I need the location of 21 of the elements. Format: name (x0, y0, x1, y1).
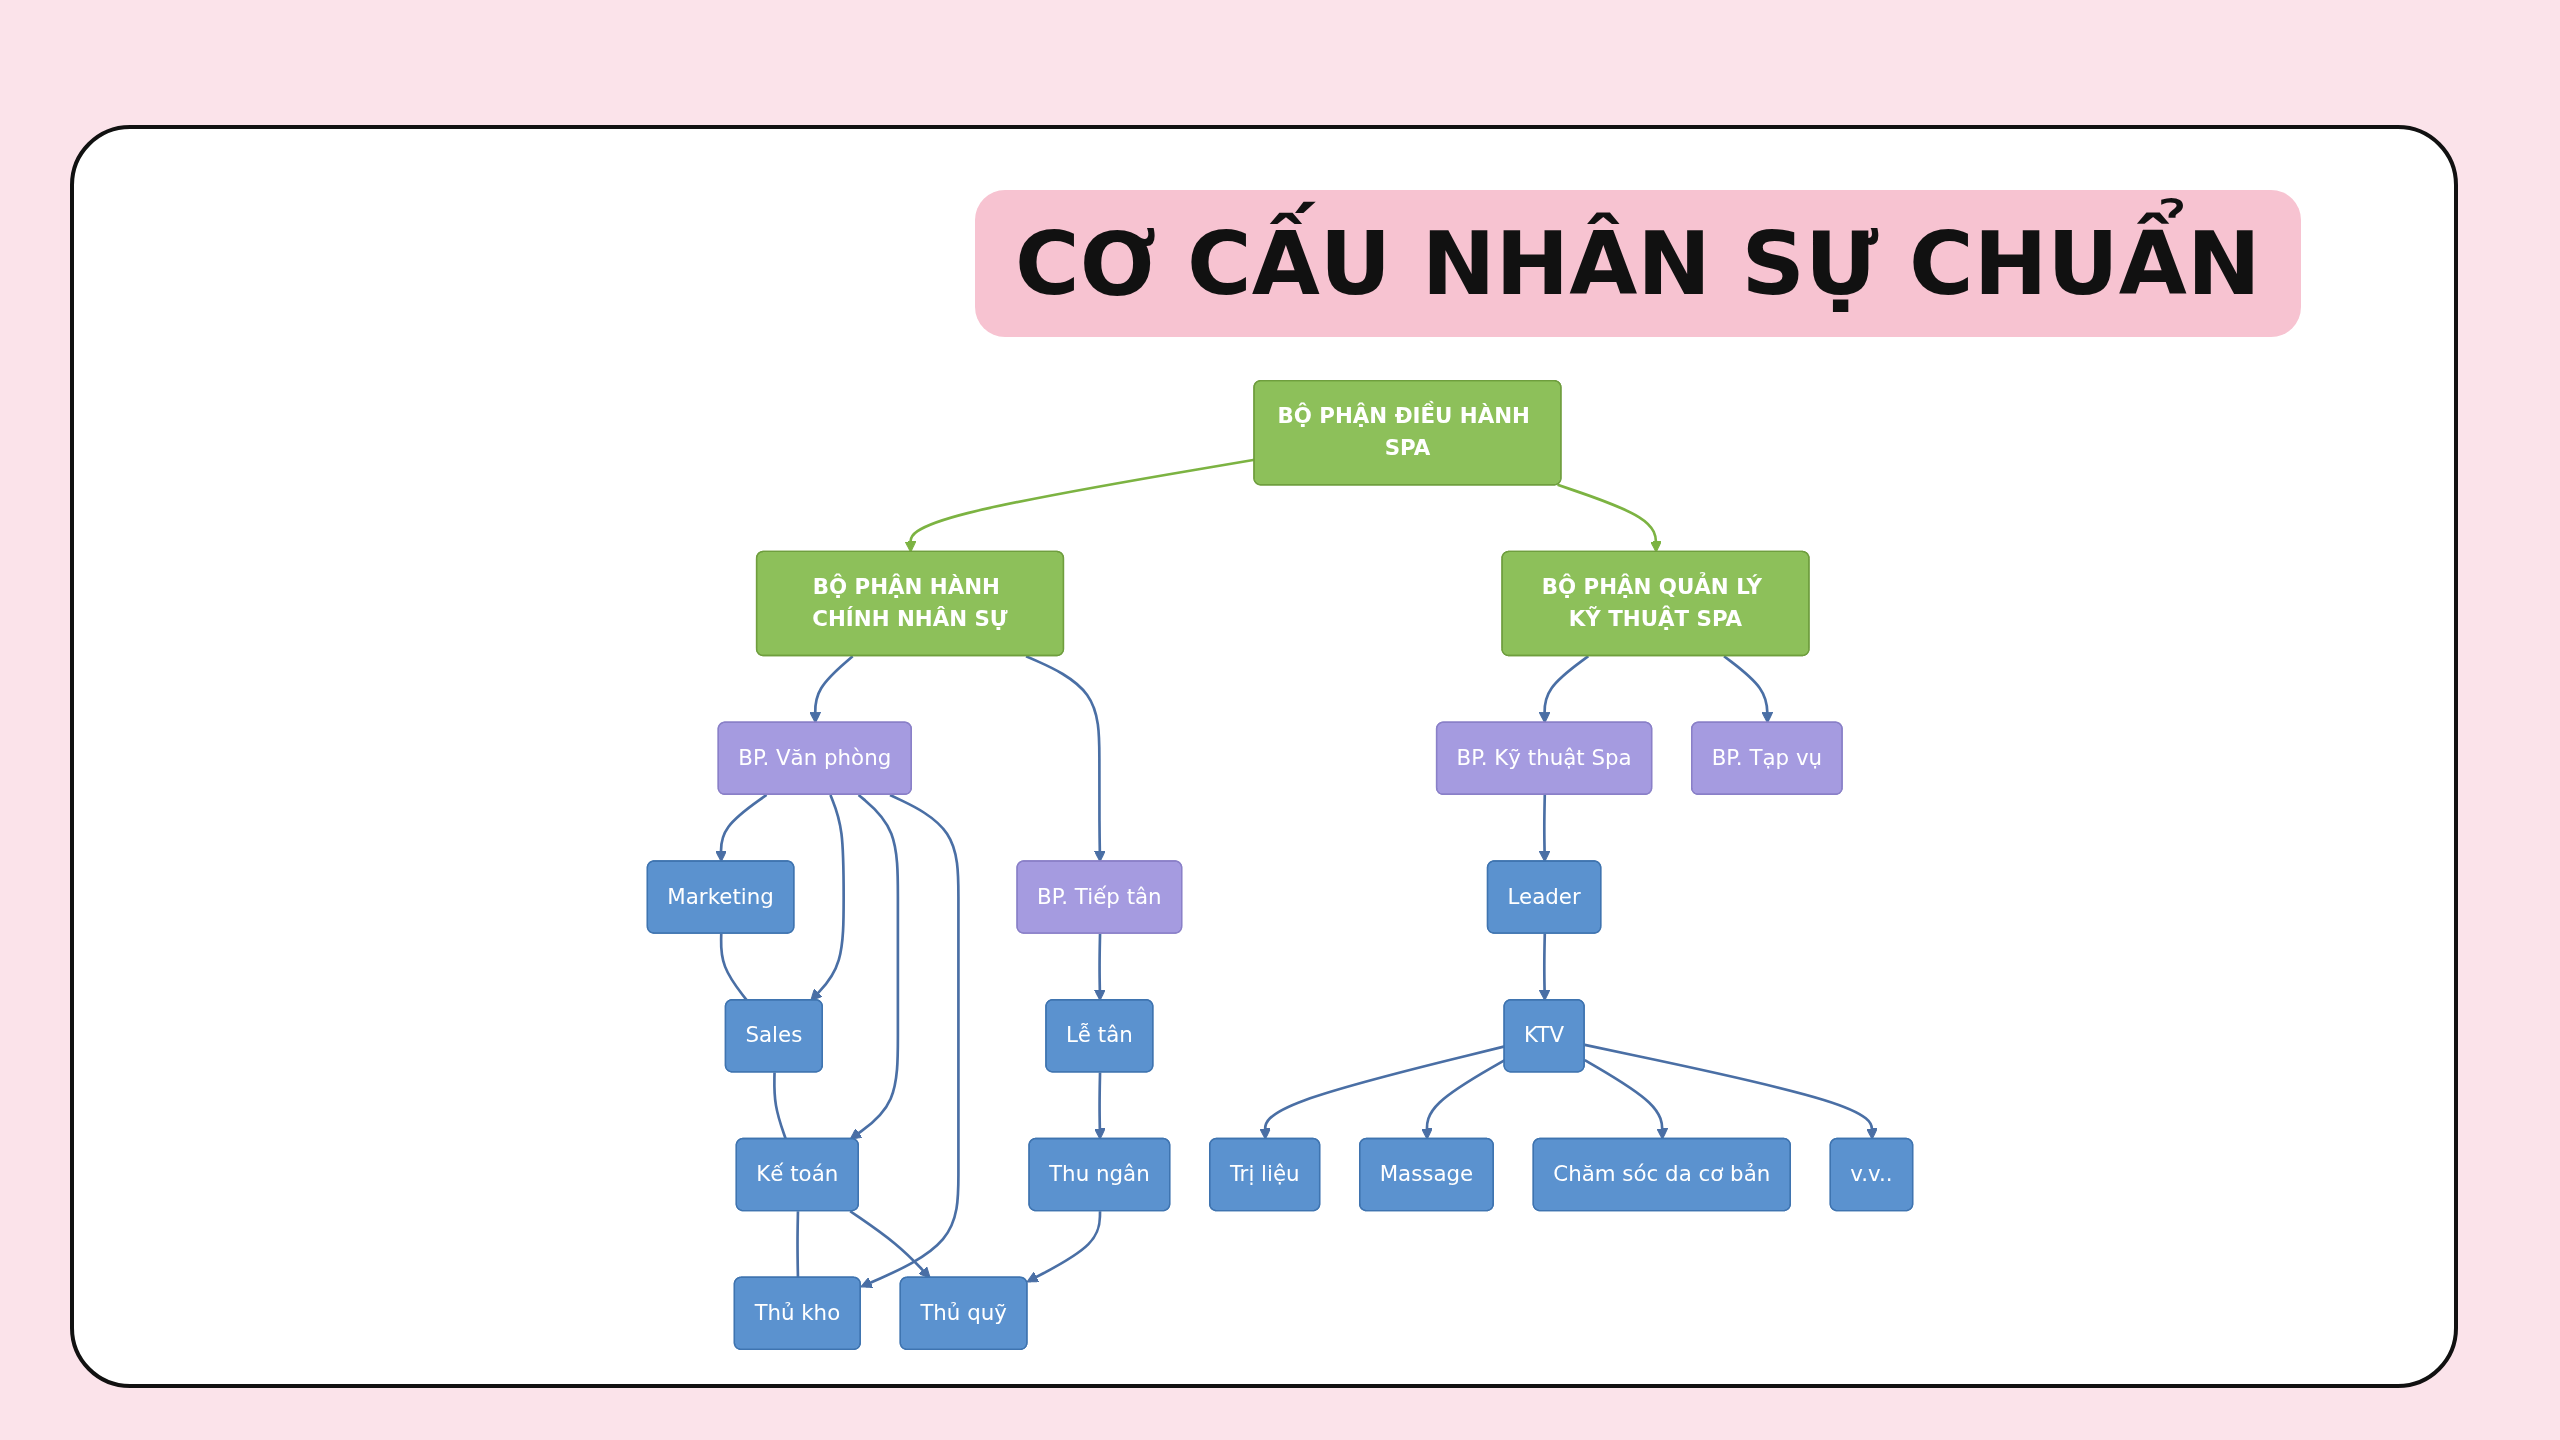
arrow (809, 655, 854, 724)
arrow (1538, 655, 1590, 724)
arrow (904, 458, 1255, 553)
arrow (810, 794, 845, 1001)
arrow (1093, 933, 1106, 1001)
connector (796, 1211, 800, 1278)
arrow (1093, 1072, 1106, 1140)
arrow (1025, 654, 1106, 863)
arrow (849, 793, 900, 1140)
arrow (715, 793, 768, 863)
arrow (1538, 933, 1551, 1001)
title: CƠ CẤU NHÂN SỰ CHUẨN (975, 190, 2301, 337)
arrow (860, 793, 960, 1288)
arrow (1538, 794, 1551, 863)
arrow (1557, 483, 1662, 553)
arrow (849, 1210, 931, 1279)
arrow (1584, 1058, 1669, 1140)
connector (773, 1072, 788, 1140)
arrow (1026, 1211, 1102, 1283)
arrow (1584, 1043, 1878, 1140)
arrow (1723, 655, 1774, 724)
